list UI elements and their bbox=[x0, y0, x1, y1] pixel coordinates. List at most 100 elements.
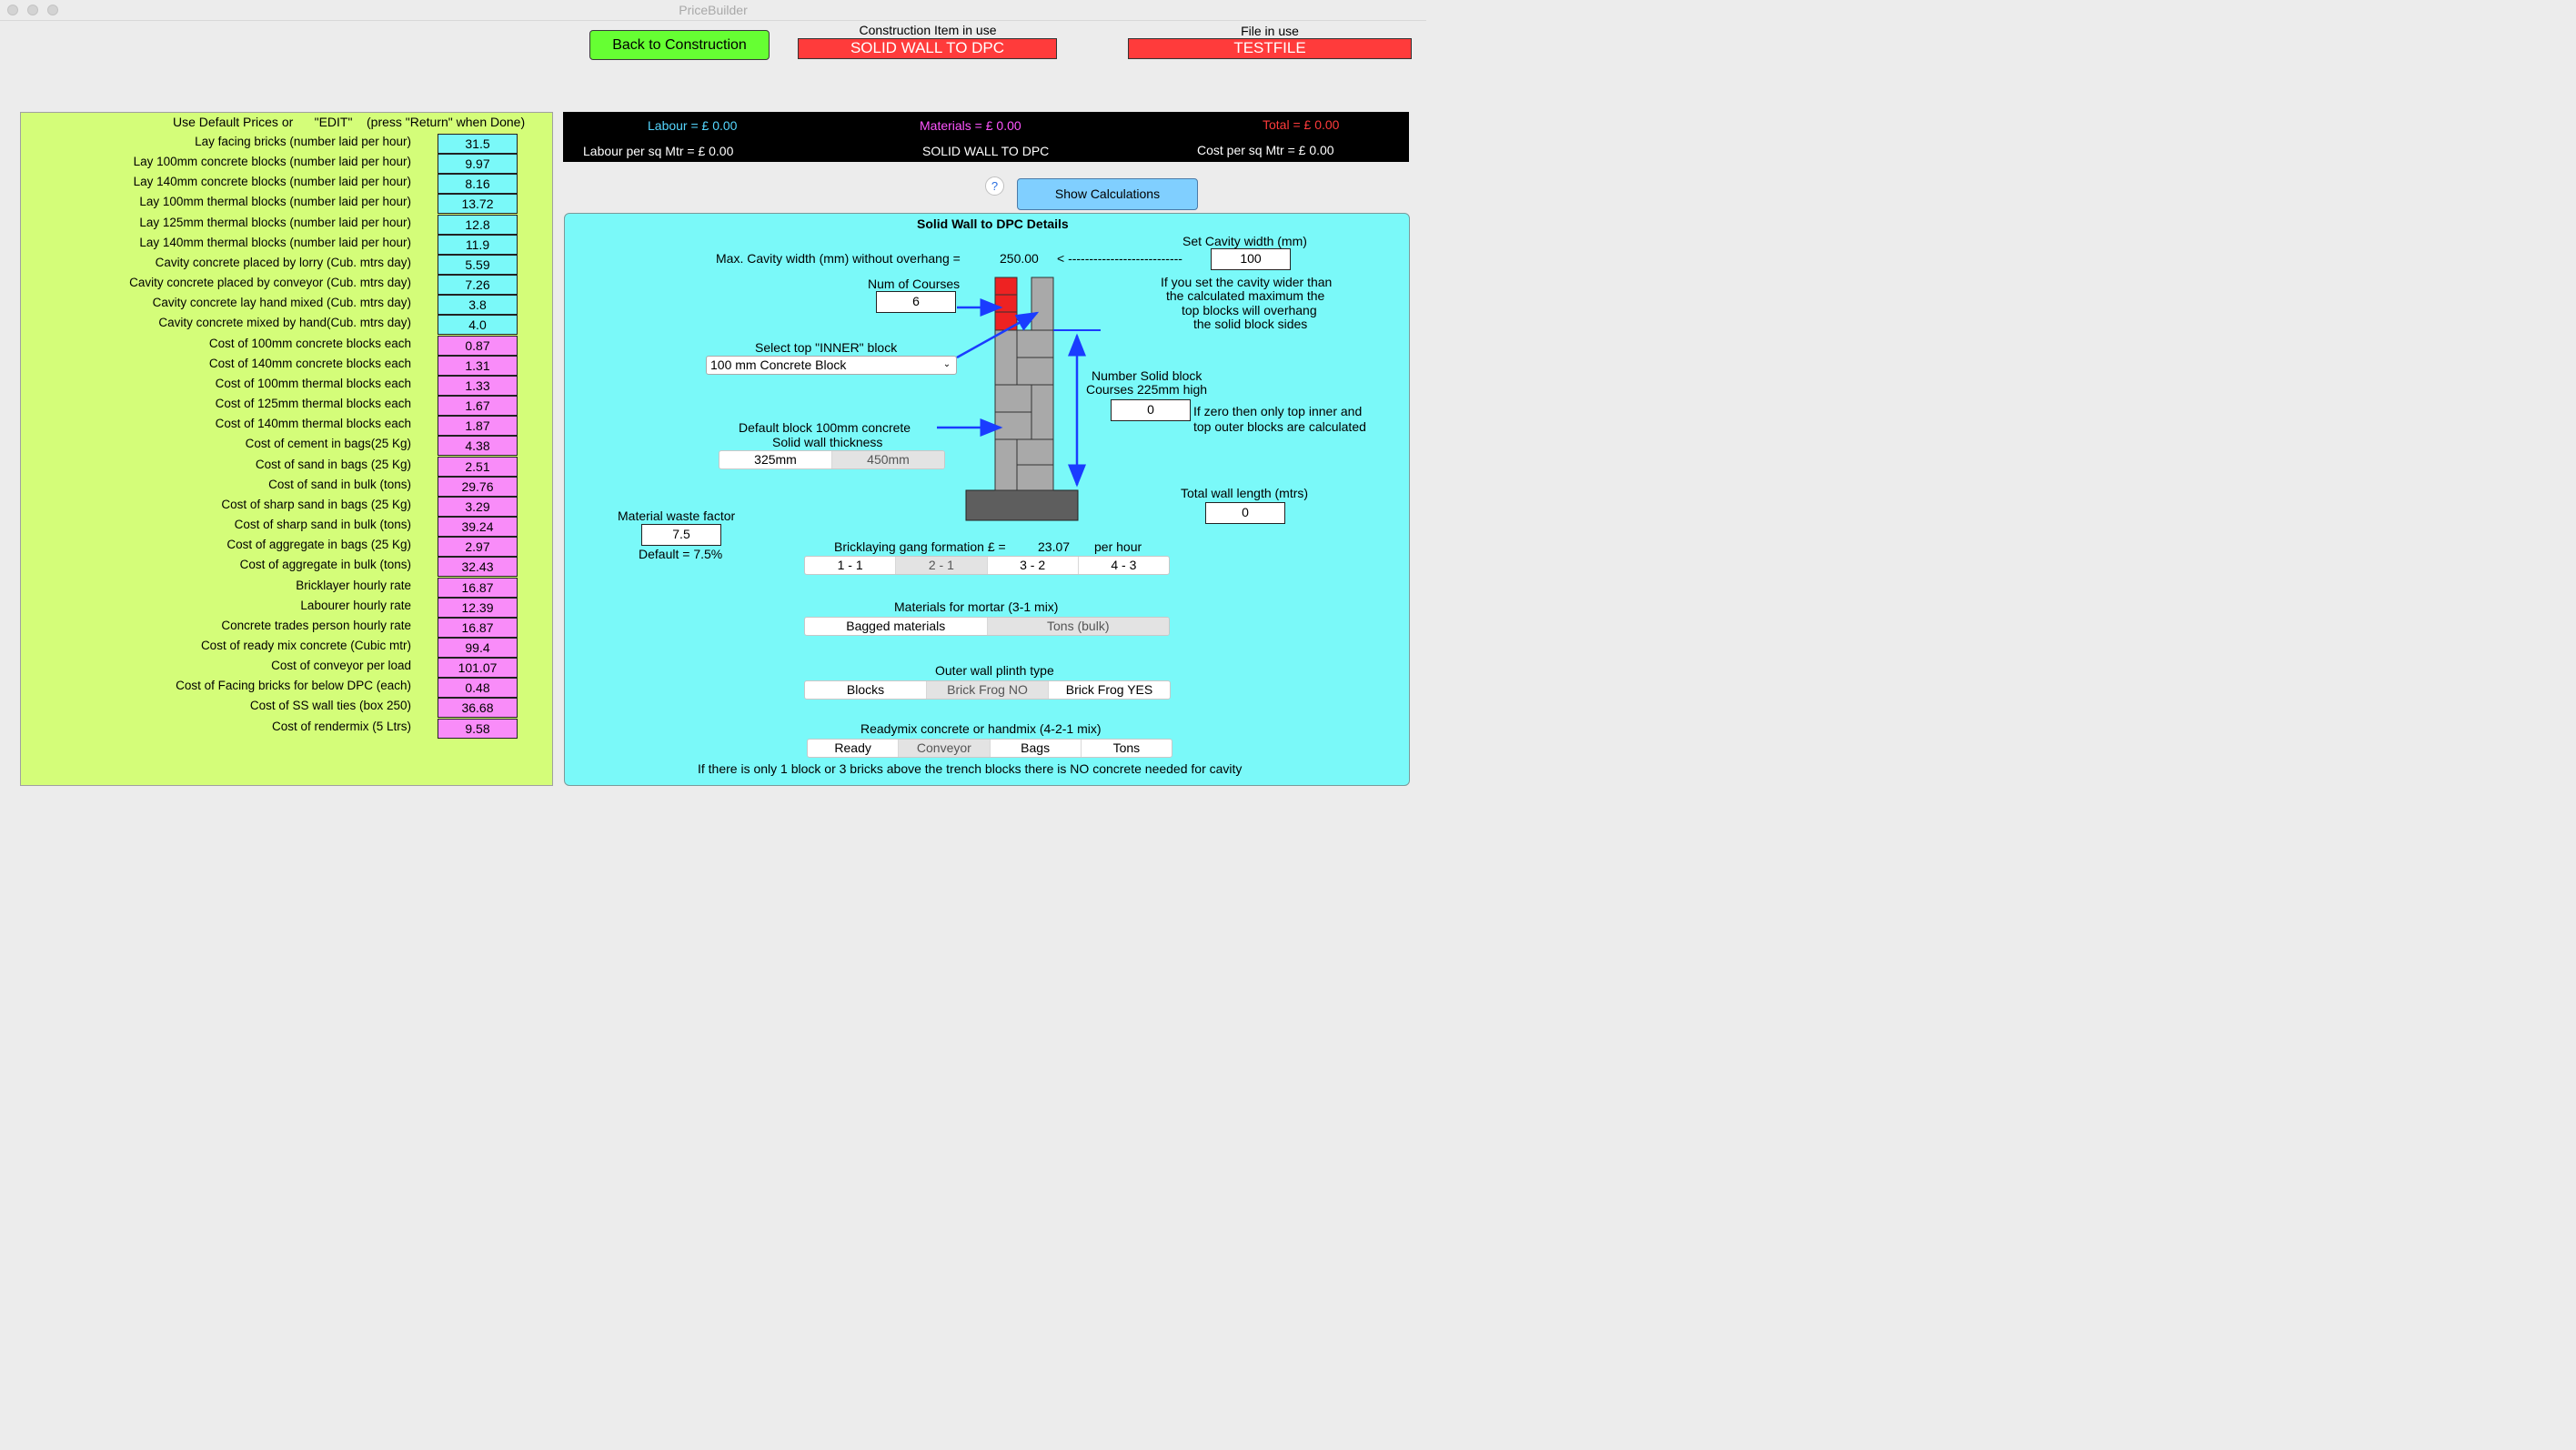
overhang-note-3: top blocks will overhang bbox=[1182, 303, 1317, 317]
gang-option-4-3[interactable]: 4 - 3 bbox=[1111, 558, 1137, 572]
default-price-input[interactable]: 4.38 bbox=[438, 436, 518, 456]
default-price-input[interactable]: 9.97 bbox=[438, 154, 518, 174]
cavity-width-input[interactable]: 100 bbox=[1211, 248, 1291, 270]
default-price-label: Cost of sharp sand in bulk (tons) bbox=[234, 518, 411, 531]
default-price-input[interactable]: 9.58 bbox=[438, 719, 518, 739]
max-cavity-value: 250.00 bbox=[1000, 251, 1039, 266]
num-courses-input[interactable]: 6 bbox=[876, 291, 956, 313]
wall-section-diagram bbox=[937, 277, 1101, 521]
default-price-label: Cost of 140mm concrete blocks each bbox=[208, 357, 411, 370]
default-price-label: Cavity concrete mixed by hand(Cub. mtrs … bbox=[158, 316, 411, 329]
wall-thickness-toggle: 325mm 450mm bbox=[719, 450, 945, 469]
default-price-input[interactable]: 12.8 bbox=[438, 215, 518, 235]
default-price-input[interactable]: 1.67 bbox=[438, 396, 518, 416]
readymix-conveyor-option[interactable]: Conveyor bbox=[899, 740, 991, 757]
default-price-input[interactable]: 36.68 bbox=[438, 698, 518, 718]
gang-option-3-2[interactable]: 3 - 2 bbox=[988, 557, 1079, 574]
default-price-label: Cost of ready mix concrete (Cubic mtr) bbox=[200, 639, 411, 652]
default-price-label: Cost of sharp sand in bags (25 Kg) bbox=[221, 498, 411, 511]
default-price-input[interactable]: 29.76 bbox=[438, 477, 518, 497]
gang-option-1-1[interactable]: 1 - 1 bbox=[805, 557, 897, 574]
help-icon[interactable]: ? bbox=[985, 176, 1004, 196]
plinth-frog-no-option[interactable]: Brick Frog NO bbox=[927, 681, 1049, 699]
readymix-tons-option[interactable]: Tons bbox=[1112, 740, 1141, 755]
minimize-window-button[interactable] bbox=[27, 5, 38, 15]
construction-item-value: SOLID WALL TO DPC bbox=[798, 38, 1057, 59]
default-price-input[interactable]: 2.97 bbox=[438, 537, 518, 557]
default-price-label: Cost of 100mm thermal blocks each bbox=[215, 377, 411, 390]
solid-courses-input[interactable]: 0 bbox=[1111, 399, 1191, 421]
zero-note-1: If zero then only top inner and bbox=[1193, 404, 1363, 418]
default-price-label: Cost of sand in bags (25 Kg) bbox=[255, 458, 411, 471]
default-price-input[interactable]: 13.72 bbox=[438, 194, 518, 214]
default-price-input[interactable]: 2.51 bbox=[438, 457, 518, 477]
plinth-label: Outer wall plinth type bbox=[935, 663, 1054, 678]
labour-per-sqm: Labour per sq Mtr = £ 0.00 bbox=[583, 144, 734, 158]
default-price-input[interactable]: 1.33 bbox=[438, 376, 518, 396]
brick-1 bbox=[994, 277, 1018, 296]
default-price-input[interactable]: 5.59 bbox=[438, 255, 518, 275]
default-price-input[interactable]: 0.48 bbox=[438, 678, 518, 698]
gang-rate-value: 23.07 bbox=[1038, 539, 1071, 554]
default-price-label: Cost of rendermix (5 Ltrs) bbox=[271, 720, 411, 733]
mortar-bulk-option[interactable]: Tons (bulk) bbox=[987, 618, 1169, 635]
default-price-label: Cost of Facing bricks for below DPC (eac… bbox=[176, 679, 411, 692]
default-price-input[interactable]: 8.16 bbox=[438, 174, 518, 194]
close-window-button[interactable] bbox=[7, 5, 18, 15]
default-price-input[interactable]: 11.9 bbox=[438, 235, 518, 255]
default-price-label: Lay 140mm thermal blocks (number laid pe… bbox=[139, 236, 411, 249]
gang-option-2-1[interactable]: 2 - 1 bbox=[896, 557, 988, 574]
plinth-blocks-option[interactable]: Blocks bbox=[805, 681, 927, 699]
inner-block-select[interactable]: 100 mm Concrete Block ⌄ bbox=[706, 356, 957, 375]
solid-courses-label-1: Number Solid block bbox=[1092, 368, 1202, 383]
mortar-bagged-option[interactable]: Bagged materials bbox=[805, 618, 988, 635]
window-title: PriceBuilder bbox=[679, 3, 748, 17]
default-price-input[interactable]: 3.8 bbox=[438, 295, 518, 315]
default-price-input[interactable]: 32.43 bbox=[438, 557, 518, 577]
show-calculations-button[interactable]: Show Calculations bbox=[1017, 178, 1198, 210]
default-price-input[interactable]: 101.07 bbox=[438, 658, 518, 678]
back-to-construction-button[interactable]: Back to Construction bbox=[589, 30, 770, 60]
default-price-label: Lay 140mm concrete blocks (number laid p… bbox=[133, 175, 411, 188]
thickness-450-option[interactable]: 450mm bbox=[832, 451, 944, 468]
gang-formation-toggle: 1 - 1 2 - 1 3 - 2 4 - 3 bbox=[804, 556, 1170, 575]
default-price-label: Cavity concrete lay hand mixed (Cub. mtr… bbox=[152, 296, 411, 309]
total-length-input[interactable]: 0 bbox=[1205, 502, 1285, 524]
default-block-label-1: Default block 100mm concrete bbox=[739, 420, 911, 435]
default-price-label: Lay 125mm thermal blocks (number laid pe… bbox=[139, 216, 411, 229]
readymix-bags-option[interactable]: Bags bbox=[991, 740, 1082, 757]
summary-bar: Labour = £ 0.00 Materials = £ 0.00 Total… bbox=[563, 112, 1409, 162]
default-price-input[interactable]: 31.5 bbox=[438, 134, 518, 154]
default-price-input[interactable]: 4.0 bbox=[438, 315, 518, 335]
default-price-input[interactable]: 39.24 bbox=[438, 517, 518, 537]
labour-total: Labour = £ 0.00 bbox=[648, 118, 738, 133]
default-price-label: Cost of aggregate in bulk (tons) bbox=[239, 558, 411, 571]
solid-block-courses bbox=[994, 329, 1054, 491]
inner-top-block bbox=[1031, 277, 1054, 331]
max-cavity-arrow: < --------------------------- bbox=[1057, 251, 1182, 266]
grand-total: Total = £ 0.00 bbox=[1263, 117, 1340, 132]
mortar-label: Materials for mortar (3-1 mix) bbox=[894, 599, 1059, 614]
default-price-input[interactable]: 16.87 bbox=[438, 578, 518, 598]
default-price-label: Concrete trades person hourly rate bbox=[221, 619, 411, 632]
materials-total: Materials = £ 0.00 bbox=[920, 118, 1021, 133]
mortar-toggle: Bagged materials Tons (bulk) bbox=[804, 617, 1170, 636]
default-price-input[interactable]: 7.26 bbox=[438, 275, 518, 295]
default-price-input[interactable]: 16.87 bbox=[438, 618, 518, 638]
thickness-325-option[interactable]: 325mm bbox=[719, 451, 832, 468]
file-in-use-value: TESTFILE bbox=[1128, 38, 1412, 59]
default-price-input[interactable]: 12.39 bbox=[438, 598, 518, 618]
details-title: Solid Wall to DPC Details bbox=[917, 216, 1069, 231]
overhang-note-4: the solid block sides bbox=[1193, 317, 1308, 331]
default-price-input[interactable]: 99.4 bbox=[438, 638, 518, 658]
readymix-ready-option[interactable]: Ready bbox=[808, 740, 900, 757]
default-price-input[interactable]: 1.87 bbox=[438, 416, 518, 436]
summary-item-name: SOLID WALL TO DPC bbox=[922, 144, 1050, 158]
default-price-input[interactable]: 3.29 bbox=[438, 497, 518, 517]
default-price-input[interactable]: 0.87 bbox=[438, 336, 518, 356]
zoom-window-button[interactable] bbox=[47, 5, 58, 15]
foundation-concrete bbox=[965, 489, 1079, 521]
default-price-input[interactable]: 1.31 bbox=[438, 356, 518, 376]
plinth-frog-yes-option[interactable]: Brick Frog YES bbox=[1065, 682, 1153, 697]
waste-factor-input[interactable]: 7.5 bbox=[641, 524, 721, 546]
